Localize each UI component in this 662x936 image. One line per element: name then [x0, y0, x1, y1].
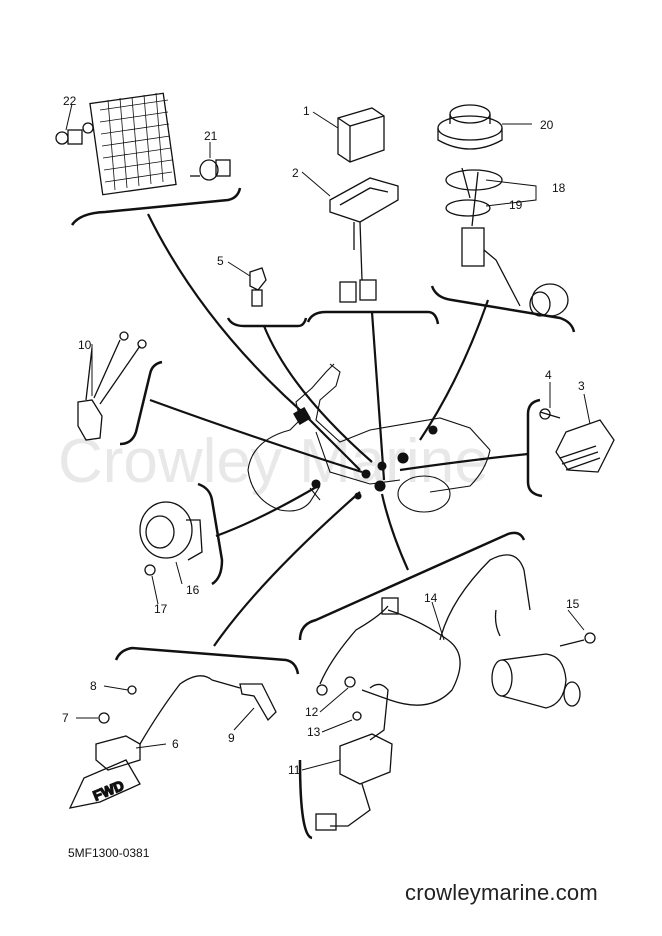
bracket-starter-left: [300, 760, 312, 838]
part-1-relay: [338, 108, 384, 162]
bracket-fuel: [432, 286, 574, 332]
callout-22: 22: [63, 94, 77, 108]
callout-18: 18: [552, 181, 566, 195]
part-6-coil: [96, 676, 276, 770]
callout-3: 3: [578, 379, 585, 393]
callout-21: 21: [204, 129, 218, 143]
part-2-holder: [330, 178, 398, 302]
callout-20: 20: [540, 118, 554, 132]
bracket-starter: [300, 533, 524, 640]
part-20-cap: [438, 105, 502, 149]
part-5: [250, 268, 266, 306]
part-3-rectifier: [556, 420, 614, 472]
callout-13: 13: [307, 725, 321, 739]
callout-6: 6: [172, 737, 179, 751]
callout-14: 14: [424, 591, 438, 605]
part-12-13: [345, 677, 388, 740]
bracket-part-5: [228, 318, 306, 326]
bracket-coil: [116, 648, 298, 674]
callout-1: 1: [303, 104, 310, 118]
callout-9: 9: [228, 731, 235, 745]
part-4-bolt: [540, 409, 560, 419]
callout-2: 2: [292, 166, 299, 180]
callout-19: 19: [509, 198, 523, 212]
callout-10: 10: [78, 338, 92, 352]
part-18-19-gauge: [446, 168, 568, 316]
diagram-code: 5MF1300-0381: [68, 846, 149, 860]
bracket-radiator: [72, 188, 240, 225]
part-22: [56, 123, 93, 144]
part-starter-motor: [492, 610, 580, 708]
bracket-horn: [198, 484, 222, 584]
callout-17: 17: [154, 602, 168, 616]
callout-5: 5: [217, 254, 224, 268]
watermark: Crowley Marine: [58, 427, 489, 496]
site-url: crowleymarine.com: [405, 880, 598, 906]
callout-11: 11: [288, 763, 301, 777]
part-21: [190, 160, 230, 180]
radiator-part: [90, 93, 176, 195]
callout-16: 16: [186, 583, 200, 597]
callout-4: 4: [545, 368, 552, 382]
callout-8: 8: [90, 679, 97, 693]
callout-7: 7: [62, 711, 69, 725]
part-15-bolt: [560, 633, 595, 646]
callout-12: 12: [305, 705, 319, 719]
part-11-relay: [316, 734, 392, 830]
callout-15: 15: [566, 597, 580, 611]
part-16-horn: [140, 502, 202, 575]
fwd-label: FWD: [91, 777, 127, 804]
